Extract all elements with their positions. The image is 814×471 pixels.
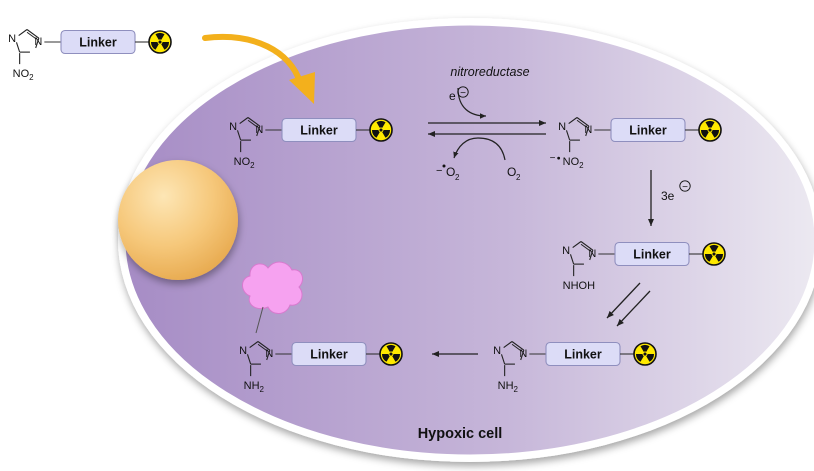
oxygen-label: O 2 xyxy=(507,165,521,182)
uptake-arrowhead xyxy=(289,72,315,104)
radical-dot xyxy=(442,164,446,168)
amine-group: NH2 xyxy=(244,380,265,394)
nitro-group: NO2 xyxy=(563,156,585,170)
ring-nitrogen: N xyxy=(584,124,592,136)
enzyme-label: nitroreductase xyxy=(450,65,529,79)
uptake-arrow xyxy=(202,34,303,85)
charge-circle xyxy=(679,180,691,192)
ring-nitrogen: N xyxy=(588,248,596,260)
linker-label: Linker xyxy=(564,348,602,362)
superoxide-subscript: 2 xyxy=(455,173,460,182)
charge-minus: − xyxy=(682,182,688,193)
oxygen-symbol: O xyxy=(507,165,516,179)
ring-nitrogen: N xyxy=(562,245,570,257)
three-electron-label: 3e − xyxy=(661,180,691,203)
ring-nitrogen: N xyxy=(229,121,237,133)
linker-box: Linker xyxy=(60,29,136,55)
amine-group: NH2 xyxy=(498,380,519,394)
radical-anion-minus: − xyxy=(550,153,556,164)
electron-input-arrow xyxy=(457,87,487,119)
linker-label: Linker xyxy=(300,124,338,138)
radiation-icon xyxy=(698,118,722,142)
charge-circle xyxy=(457,86,469,98)
radiation-icon xyxy=(633,342,657,366)
radical-dot xyxy=(557,156,561,160)
ring-nitrogen: N xyxy=(558,121,566,133)
ring-nitrogen: N xyxy=(265,348,273,360)
oxygen-subscript: 2 xyxy=(516,173,521,182)
hydroxylamine-group: NHOH xyxy=(563,280,595,292)
superoxide-minus: − xyxy=(436,165,442,177)
linker-box: Linker xyxy=(614,241,690,267)
linker-box: Linker xyxy=(281,117,357,143)
radiation-icon xyxy=(369,118,393,142)
linker-label: Linker xyxy=(629,124,667,138)
ring-nitrogen: N xyxy=(493,345,501,357)
linker-label: Linker xyxy=(633,248,671,262)
oxygen-arrow xyxy=(453,137,506,161)
protein-blob xyxy=(242,261,303,314)
radiation-icon xyxy=(379,342,403,366)
nitro-group: NO2 xyxy=(13,68,35,82)
nucleus-circle xyxy=(118,160,238,280)
conversion-arrow-1 xyxy=(606,282,641,319)
linker-box: Linker xyxy=(291,341,367,367)
cell-label: Hypoxic cell xyxy=(418,426,503,442)
charge-minus: − xyxy=(460,88,466,99)
radiation-icon xyxy=(148,30,172,54)
linker-label: Linker xyxy=(310,348,348,362)
superoxide-label: − O 2 xyxy=(436,164,460,182)
ring-nitrogen: N xyxy=(34,36,42,48)
ring-nitrogen: N xyxy=(255,124,263,136)
ring-nitrogen: N xyxy=(519,348,527,360)
three-electron-symbol: 3e xyxy=(661,189,675,203)
protein-binding-line xyxy=(255,306,264,334)
linker-box: Linker xyxy=(610,117,686,143)
linker-box: Linker xyxy=(545,341,621,367)
superoxide-symbol: O xyxy=(446,165,455,179)
ring-nitrogen: N xyxy=(8,33,16,45)
ring-nitrogen: N xyxy=(239,345,247,357)
electron-label: e − xyxy=(449,86,469,103)
linker-label: Linker xyxy=(79,36,117,50)
radiation-icon xyxy=(702,242,726,266)
nitro-group: NO2 xyxy=(234,156,256,170)
electron-symbol: e xyxy=(449,89,456,103)
conversion-arrow-2 xyxy=(616,290,651,327)
